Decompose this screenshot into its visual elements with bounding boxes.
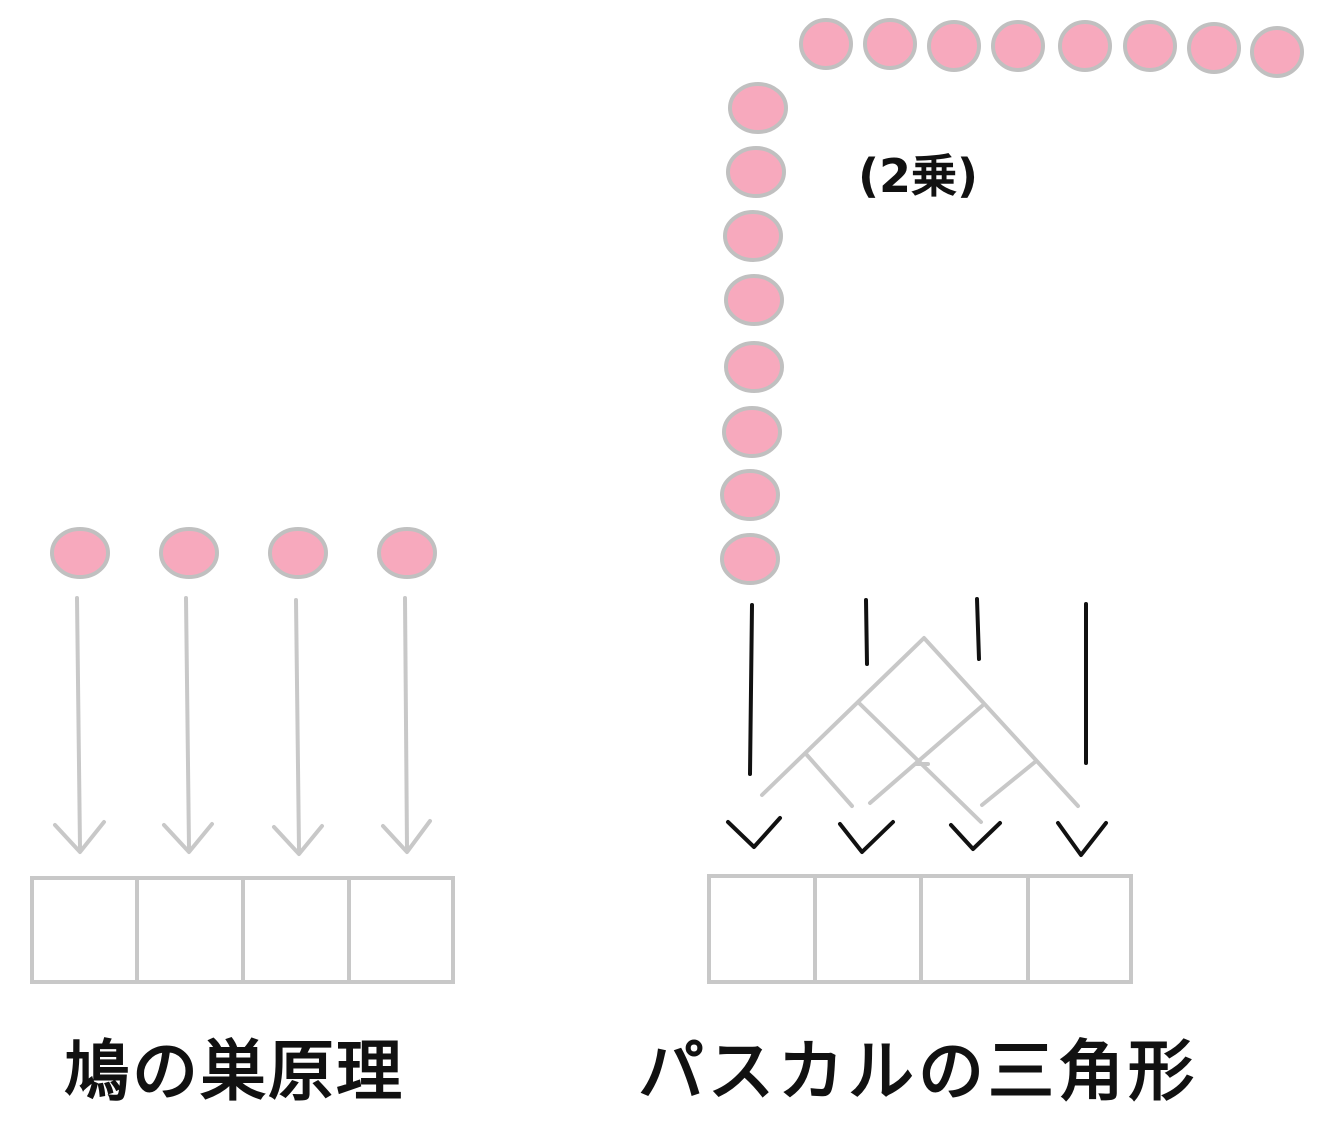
tick-line [975,597,981,661]
pigeon-arrows [53,596,432,856]
arrow-shaft [748,603,754,776]
pigeon-ball [50,527,110,579]
pascal-ball [724,341,784,393]
arrow-down-icon [1056,821,1108,857]
pascal-ball [1250,26,1304,78]
pigeon-ball [268,527,328,579]
pascal-title: パスカルの三角形 [638,1033,1198,1110]
pascal-ball [720,469,780,521]
pigeonhole-title: 鳩の巣原理 [64,1033,404,1110]
pascal-ball [726,146,786,198]
pascal-ball [722,406,782,458]
arrow-down-icon [53,596,106,854]
pascal-arrows [726,597,1108,857]
pigeon-balls [50,527,437,579]
arrow-down-icon [949,821,1002,851]
pigeonhole-boxes [30,876,455,984]
pigeon-ball [159,527,219,579]
pascal-ball [1187,22,1241,74]
pascal-ball [991,20,1045,72]
pascal-ball [728,82,788,134]
pascal-column-balls [720,82,788,585]
pascal-ball [863,18,917,70]
pascal-diagram [707,18,1304,984]
pascal-lattice [760,636,1080,824]
pascal-ball [720,533,780,585]
arrow-down-icon [726,816,782,849]
tick-line [864,598,869,666]
pigeon-ball [377,527,437,579]
pascal-ball [1058,20,1112,72]
arrow-down-icon [272,598,324,856]
pascal-ball [724,274,784,326]
arrow-down-icon [381,596,432,854]
power-label: (2乗) [858,149,979,203]
arrow-down-icon [162,596,214,854]
pascal-boxes [707,874,1133,984]
pascal-ball [799,18,853,70]
pascal-ball [1123,20,1177,72]
pascal-ball [927,20,981,72]
pigeonhole-diagram [30,527,455,984]
arrow-down-icon [838,820,895,854]
pascal-top-balls [799,18,1304,78]
pascal-ball [723,210,783,262]
